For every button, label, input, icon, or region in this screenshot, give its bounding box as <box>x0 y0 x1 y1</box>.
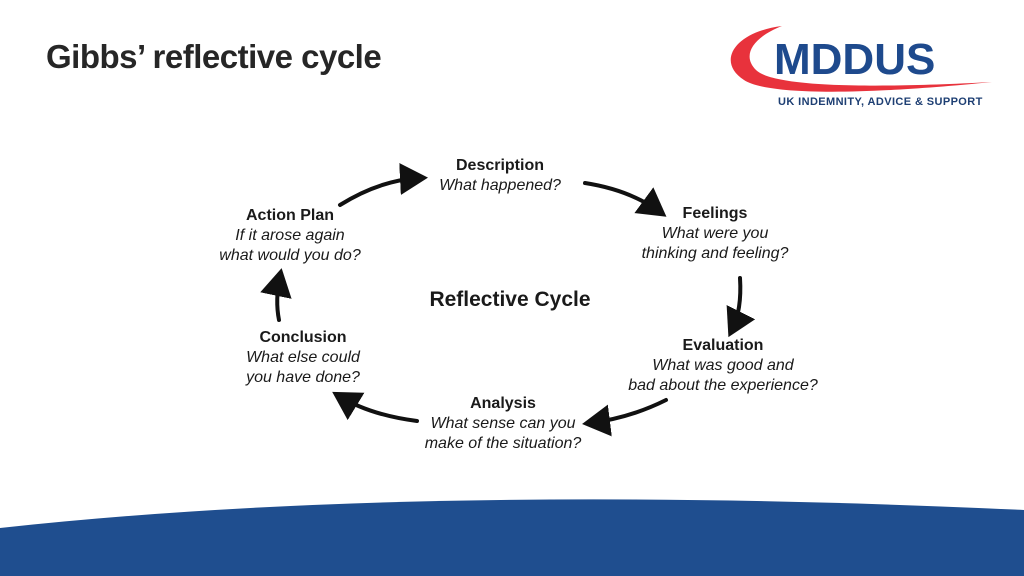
arrow-analysis-to-conclusion <box>332 391 419 423</box>
logo-tagline: UK INDEMNITY, ADVICE & SUPPORT <box>778 96 983 108</box>
stage-name: Analysis <box>470 395 536 412</box>
arrow-description-to-feelings <box>583 181 667 217</box>
arrow-action-plan-to-description <box>338 163 428 207</box>
stage-question: If it arose again what would you do? <box>219 227 361 264</box>
stage-name: Action Plan <box>245 207 334 224</box>
stage-name: Description <box>455 157 544 174</box>
stage-feelings: Feelings What were you thinking and feel… <box>625 204 805 264</box>
stage-question: What else could you have done? <box>246 349 360 386</box>
stage-question: What sense can you make of the situation… <box>424 415 582 452</box>
stage-name: Feelings <box>682 205 748 222</box>
stage-question: What was good and bad about the experien… <box>628 357 818 394</box>
page-title: Gibbs’ reflective cycle <box>46 38 382 75</box>
stage-name: Evaluation <box>682 337 764 354</box>
stage-conclusion: Conclusion What else could you have done… <box>222 328 384 388</box>
center-label: Reflective Cycle <box>429 288 591 311</box>
stage-evaluation: Evaluation What was good and bad about t… <box>612 336 834 396</box>
logo-wordmark: MDDUS <box>774 35 935 84</box>
footer-band <box>0 499 1024 576</box>
stage-description: Description What happened? <box>420 156 580 196</box>
arrow-conclusion-to-action-plan <box>260 268 292 322</box>
stage-question: What were you thinking and feeling? <box>641 225 789 262</box>
stage-question: What happened? <box>439 177 561 194</box>
stage-action-plan: Action Plan If it arose again what would… <box>202 206 378 266</box>
stage-name: Conclusion <box>259 329 347 346</box>
stage-analysis: Analysis What sense can you make of the … <box>405 394 601 454</box>
arrow-evaluation-to-analysis <box>582 398 668 437</box>
arrow-feelings-to-evaluation <box>726 276 756 338</box>
mddus-logo: MDDUS <box>730 26 992 92</box>
